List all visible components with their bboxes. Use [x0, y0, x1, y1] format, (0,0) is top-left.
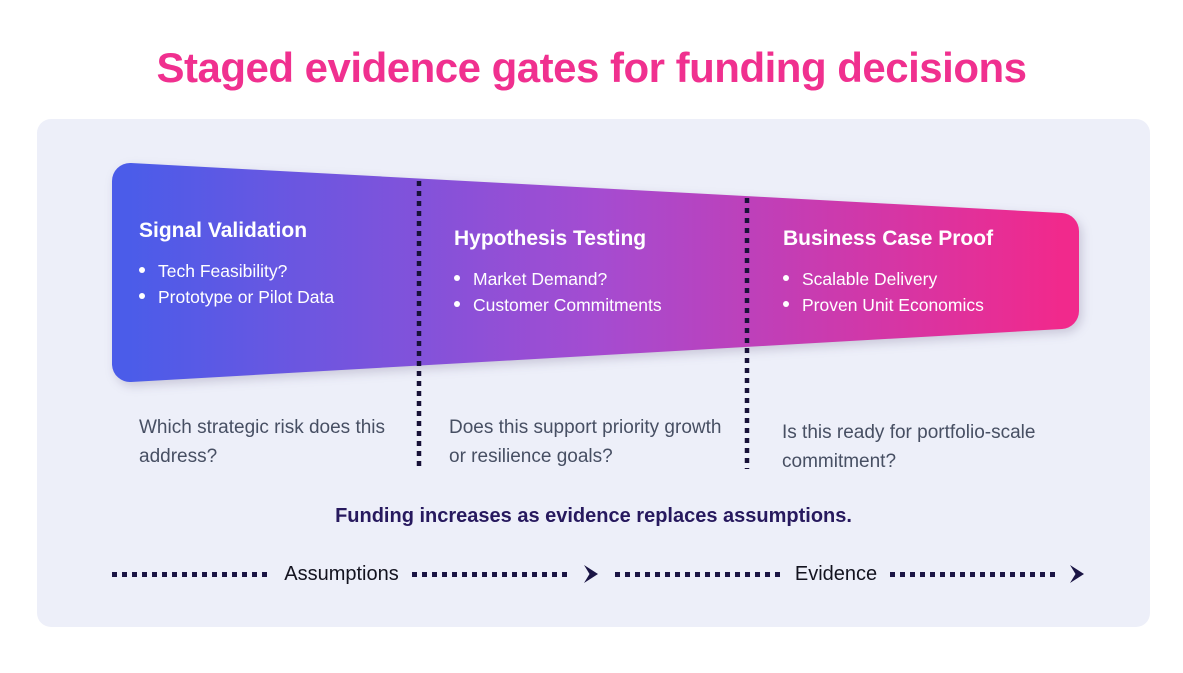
stage-question-3: Is this ready for portfolio-scale commit…	[782, 422, 1036, 472]
stage-bullet-list: Tech Feasibility? Prototype or Pilot Dat…	[139, 258, 404, 310]
stage-signal-validation: Signal Validation Tech Feasibility? Prot…	[139, 219, 404, 310]
dotted-line	[890, 571, 1057, 577]
dotted-line	[615, 571, 782, 577]
assumptions-arrow: Assumptions	[112, 560, 599, 588]
funnel-graphic	[112, 163, 1079, 469]
stage-question-2: Does this support priority growth or res…	[449, 417, 722, 467]
stage-hypothesis-testing: Hypothesis Testing Market Demand? Custom…	[454, 227, 739, 318]
stage-title: Business Case Proof	[783, 227, 994, 250]
arrow-head-icon	[1070, 565, 1084, 583]
bullet-text: Customer Commitments	[473, 295, 662, 315]
bullet-dot-icon	[454, 275, 460, 281]
key-statement: Funding increases as evidence replaces a…	[335, 505, 852, 527]
bullet-text: Proven Unit Economics	[802, 295, 984, 315]
evidence-arrow: Evidence	[615, 560, 1085, 588]
bullet-text: Prototype or Pilot Data	[158, 287, 335, 307]
bullet-text: Market Demand?	[473, 269, 608, 289]
page-title: Staged evidence gates for funding decisi…	[156, 44, 1027, 91]
bullet-text: Tech Feasibility?	[158, 261, 288, 281]
axis-label-assumptions: Assumptions	[284, 562, 399, 585]
bullet-dot-icon	[783, 275, 789, 281]
arrow-head-icon	[584, 565, 598, 583]
stage-bullet-item: Scalable Delivery	[783, 266, 1068, 292]
stage-title: Signal Validation	[139, 219, 308, 242]
stage-business-case-proof: Business Case Proof Scalable Delivery Pr…	[783, 227, 1068, 318]
dotted-line	[411, 571, 571, 577]
bullet-dot-icon	[783, 301, 789, 307]
stage-bullet-item: Prototype or Pilot Data	[139, 284, 404, 310]
stage-bullet-item: Tech Feasibility?	[139, 258, 404, 284]
stage-question-1: Which strategic risk does this address?	[139, 417, 386, 467]
bullet-dot-icon	[139, 267, 145, 273]
stage-bullet-list: Market Demand? Customer Commitments	[454, 266, 739, 318]
stage-bullet-item: Market Demand?	[454, 266, 739, 292]
bullet-dot-icon	[454, 301, 460, 307]
bullet-text: Scalable Delivery	[802, 269, 938, 289]
axis-label-evidence: Evidence	[794, 562, 878, 585]
diagram-card: Signal Validation Tech Feasibility? Prot…	[37, 119, 1150, 627]
dotted-line	[112, 571, 272, 577]
stage-bullet-item: Customer Commitments	[454, 292, 739, 318]
funnel-shape	[112, 163, 1079, 382]
stage-bullet-list: Scalable Delivery Proven Unit Economics	[783, 266, 1068, 318]
stage-bullet-item: Proven Unit Economics	[783, 292, 1068, 318]
stage-title: Hypothesis Testing	[454, 227, 647, 250]
bullet-dot-icon	[139, 293, 145, 299]
